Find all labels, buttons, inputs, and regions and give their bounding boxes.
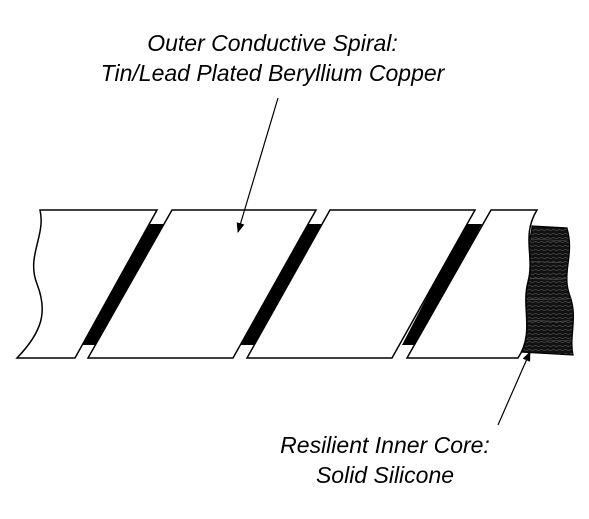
core-gap-1 (80, 224, 165, 345)
inner-core-label-line2: Solid Silicone (315, 462, 455, 488)
core-gap-2 (238, 224, 325, 345)
inner-core-label-line1: Resilient Inner Core: (280, 432, 490, 458)
spiral-segment-3 (245, 209, 477, 359)
core-gap-3 (402, 224, 482, 345)
outer-spiral-label-line2: Tin/Lead Plated Beryllium Copper (100, 60, 445, 86)
spiral-segment-2 (86, 209, 318, 359)
outer-spiral-callout: Outer Conductive Spiral: Tin/Lead Plated… (0, 28, 545, 88)
outer-spiral-arrow (236, 97, 279, 233)
inner-core-callout: Resilient Inner Core: Solid Silicone (250, 430, 520, 490)
spiral-segment-1 (15, 209, 159, 359)
inner-core-arrow (497, 351, 531, 426)
inner-core-fibers (519, 239, 573, 341)
spiral-segment-4 (405, 209, 539, 359)
outer-spiral-label-line1: Outer Conductive Spiral: (147, 30, 398, 56)
